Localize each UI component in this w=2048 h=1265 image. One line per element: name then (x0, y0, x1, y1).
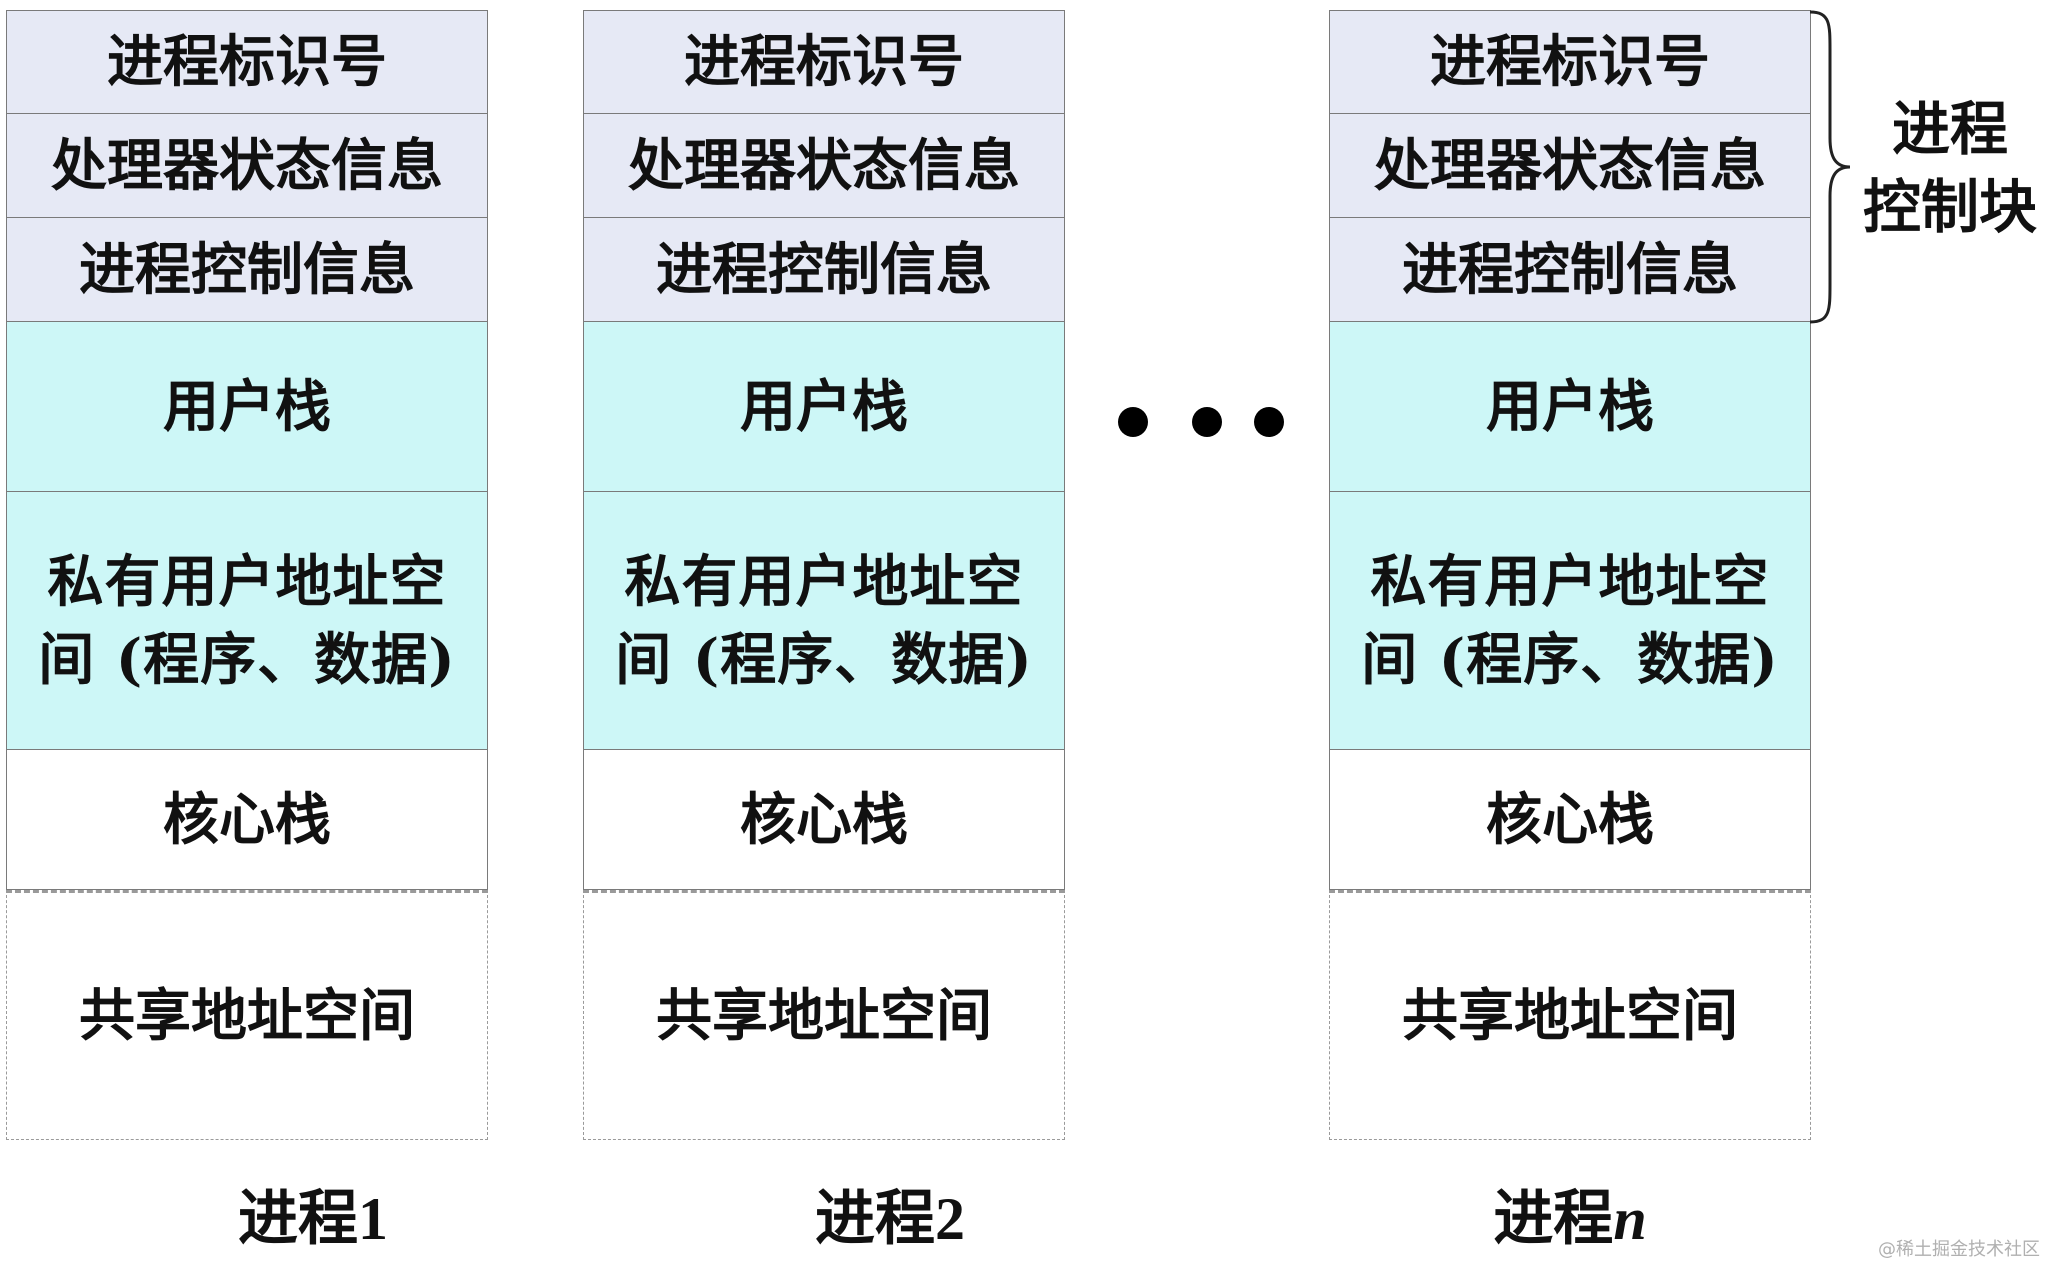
process-control-info-cell: 进程控制信息 (6, 218, 488, 322)
process-label-name: 进程 (815, 1184, 935, 1254)
private-address-space-cell: 私有用户地址空 间 (程序、数据) (583, 492, 1065, 750)
processor-state-cell: 处理器状态信息 (1329, 114, 1811, 218)
pid-cell: 进程标识号 (583, 10, 1065, 114)
kernel-stack-cell: 核心栈 (1329, 750, 1811, 890)
process-n-image: 进程标识号 处理器状态信息 进程控制信息 用户栈 私有用户地址空 间 (程序、数… (1329, 10, 1811, 1140)
process-2-label: 进程2 (649, 1170, 1131, 1257)
process-n-label: 进程n (1329, 1170, 1811, 1257)
process-1-label: 进程1 (72, 1170, 554, 1257)
shared-address-space-cell: 共享地址空间 (6, 890, 488, 1140)
private-space-line2: 间 (程序、数据) (615, 626, 1033, 693)
private-address-space-cell: 私有用户地址空 间 (程序、数据) (6, 492, 488, 750)
private-space-line1: 私有用户地址空 (47, 548, 447, 615)
watermark: @稀土掘金技术社区 (1878, 1239, 2040, 1260)
process-label-suffix: 2 (935, 1186, 965, 1252)
private-space-line2: 间 (程序、数据) (1361, 626, 1779, 693)
pcb-label-line2: 控制块 (1862, 173, 2037, 241)
process-2-image: 进程标识号 处理器状态信息 进程控制信息 用户栈 私有用户地址空 间 (程序、数… (583, 10, 1065, 1140)
private-address-space-cell: 私有用户地址空 间 (程序、数据) (1329, 492, 1811, 750)
private-space-line1: 私有用户地址空 (624, 548, 1024, 615)
shared-address-space-cell: 共享地址空间 (583, 890, 1065, 1140)
process-label-name: 进程 (238, 1184, 358, 1254)
private-space-line1: 私有用户地址空 (1370, 548, 1770, 615)
ellipsis-dot-1 (1118, 407, 1148, 437)
pcb-label-line1: 进程 (1891, 95, 2008, 163)
user-stack-cell: 用户栈 (1329, 322, 1811, 492)
ellipsis-dot-2 (1192, 407, 1222, 437)
pcb-brace-label: 进程 控制块 (1852, 90, 2048, 246)
processor-state-cell: 处理器状态信息 (6, 114, 488, 218)
process-label-name: 进程 (1493, 1184, 1614, 1254)
pcb-brace-icon (1809, 10, 1851, 324)
process-label-suffix: n (1613, 1186, 1647, 1252)
user-stack-cell: 用户栈 (583, 322, 1065, 492)
user-stack-cell: 用户栈 (6, 322, 488, 492)
ellipsis-dot-3 (1254, 407, 1284, 437)
process-1-image: 进程标识号 处理器状态信息 进程控制信息 用户栈 私有用户地址空 间 (程序、数… (6, 10, 488, 1140)
pid-cell: 进程标识号 (6, 10, 488, 114)
kernel-stack-cell: 核心栈 (583, 750, 1065, 890)
kernel-stack-cell: 核心栈 (6, 750, 488, 890)
pid-cell: 进程标识号 (1329, 10, 1811, 114)
private-space-line2: 间 (程序、数据) (38, 626, 456, 693)
processor-state-cell: 处理器状态信息 (583, 114, 1065, 218)
process-control-info-cell: 进程控制信息 (583, 218, 1065, 322)
process-control-info-cell: 进程控制信息 (1329, 218, 1811, 322)
process-label-suffix: 1 (358, 1186, 388, 1252)
shared-address-space-cell: 共享地址空间 (1329, 890, 1811, 1140)
